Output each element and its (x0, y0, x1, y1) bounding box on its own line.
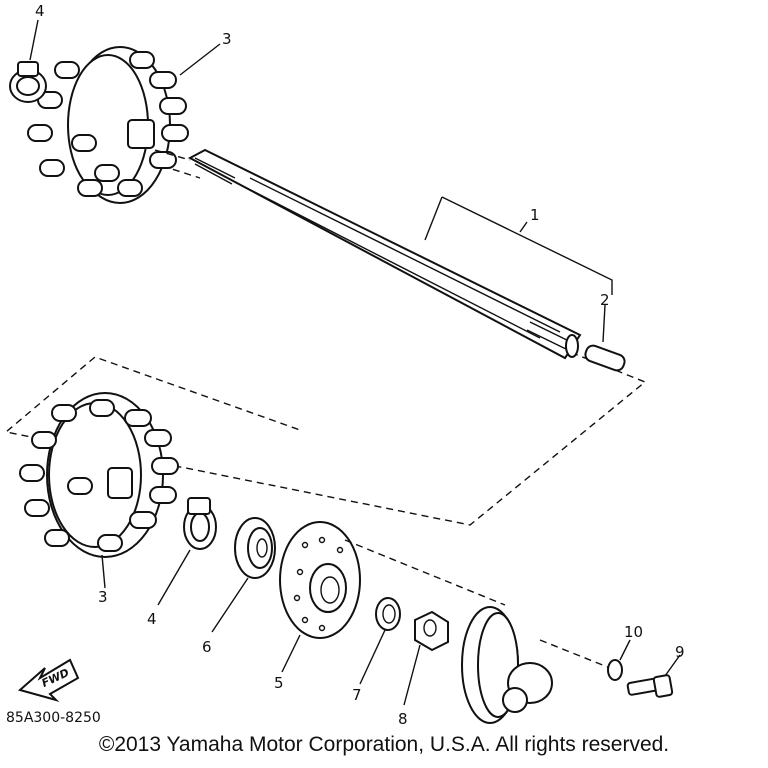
copyright-notice: ©2013 Yamaha Motor Corporation, U.S.A. A… (98, 733, 670, 756)
assembly-line-bolt (539, 639, 611, 669)
callout-5: 5 (274, 674, 284, 692)
diagram-part-code: 85A300-8250 (6, 710, 101, 726)
callout-1: 1 (530, 206, 540, 224)
callout-6: 6 (202, 638, 212, 656)
callout-4-bottom: 4 (147, 610, 157, 628)
flange-plate (279, 521, 361, 673)
callout-bracket-1 (424, 196, 613, 295)
nut (403, 610, 449, 706)
fwd-arrow-icon: FWD (17, 658, 80, 702)
shaft-centerline (154, 149, 191, 161)
washer (359, 597, 401, 685)
callout-4-top: 4 (35, 2, 45, 20)
bearing (211, 517, 276, 633)
callout-7: 7 (352, 686, 362, 704)
callout-3-bottom: 3 (98, 588, 108, 606)
assembly-boundary (4, 161, 647, 526)
callout-10: 10 (624, 623, 643, 641)
pin (584, 304, 626, 372)
callout-2: 2 (600, 291, 610, 309)
callout-8: 8 (398, 710, 408, 728)
clamp-bottom (157, 497, 217, 606)
callout-3-top: 3 (222, 30, 232, 48)
bearing-housing (461, 606, 553, 724)
callout-9: 9 (675, 643, 685, 661)
assembly-line-lower (344, 539, 506, 606)
drive-sprocket-bottom (19, 392, 179, 589)
drive-shaft (187, 148, 582, 360)
clamp-top (9, 61, 47, 103)
lock-washer (607, 639, 631, 681)
bolt (626, 654, 681, 698)
drive-sprocket-top (27, 46, 189, 204)
